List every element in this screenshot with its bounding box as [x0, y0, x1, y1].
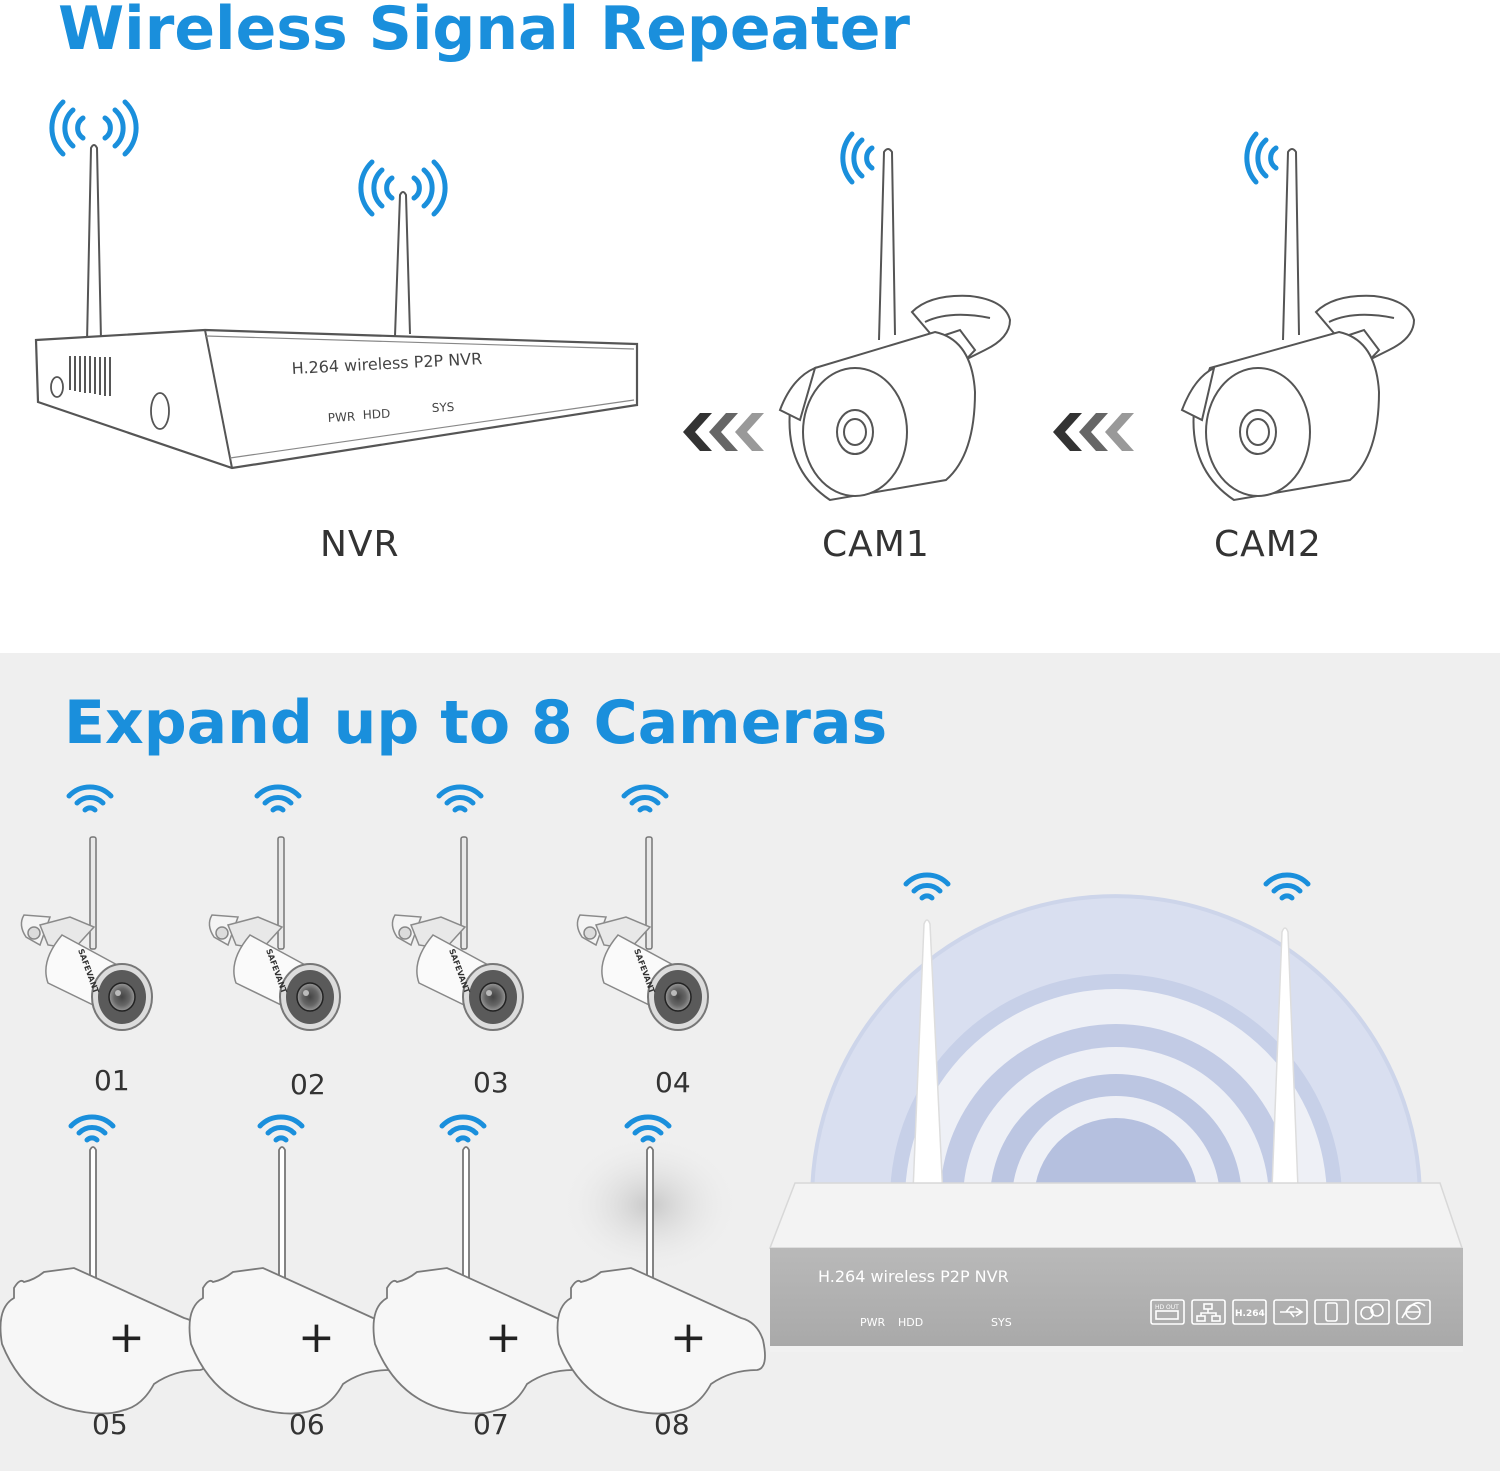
- add-icon: +: [485, 1312, 522, 1363]
- mobile-icon: [1314, 1299, 1349, 1325]
- nvr-large-led-hdd: HDD: [898, 1316, 923, 1329]
- wifi-signal-icon: [71, 1117, 113, 1140]
- camera-label-03: 03: [473, 1066, 509, 1099]
- slot-label-06: 06: [289, 1408, 325, 1441]
- camera-02: [208, 836, 341, 1031]
- svg-text:H.264: H.264: [1235, 1309, 1265, 1319]
- signal-direction-arrow-icon: [1053, 413, 1134, 451]
- cam2-label: CAM2: [1214, 524, 1322, 565]
- wifi-signal-icon: [439, 787, 481, 810]
- slot-label-08: 08: [654, 1408, 690, 1441]
- nvr-device-large: H.264 wireless P2P NVR PWR HDD SYS HD OU…: [768, 919, 1464, 1352]
- usb-icon: [1273, 1299, 1308, 1325]
- slot-label-05: 05: [92, 1408, 128, 1441]
- add-icon: +: [108, 1312, 145, 1363]
- expand-title: Expand up to 8 Cameras: [64, 688, 888, 758]
- wifi-signal-icon: [69, 787, 111, 810]
- nvr-led-sys: SYS: [431, 400, 454, 415]
- signal-direction-arrow-icon: [683, 413, 764, 451]
- signal-coverage-arcs: [810, 894, 1422, 1201]
- nvr-outline-device: H.264 wireless P2P NVR PWR HDD SYS: [34, 144, 639, 470]
- wifi-signal-icon: [1244, 131, 1279, 185]
- h264-icon: H.264: [1232, 1299, 1267, 1325]
- camera-03: [391, 836, 524, 1031]
- hd-out-icon: HD OUT: [1150, 1299, 1185, 1325]
- camera-label-01: 01: [94, 1064, 130, 1097]
- repeater-section: [0, 0, 1500, 653]
- add-icon: +: [298, 1312, 335, 1363]
- wifi-signal-icon: [442, 1117, 484, 1140]
- network-icon: [1191, 1299, 1226, 1325]
- wifi-signal-icon: [358, 159, 448, 217]
- svg-text:HD OUT: HD OUT: [1155, 1304, 1179, 1311]
- camera-01: [20, 836, 153, 1031]
- wifi-signal-icon: [1266, 875, 1308, 898]
- nvr-large-model-text: H.264 wireless P2P NVR: [818, 1267, 1009, 1286]
- empty-slot-07: [372, 1146, 582, 1415]
- camera-04: [576, 836, 709, 1031]
- empty-slot-05: [0, 1146, 209, 1415]
- repeater-title: Wireless Signal Repeater: [58, 0, 910, 64]
- camera-label-02: 02: [290, 1068, 326, 1101]
- cam2-outline-device: [1180, 148, 1416, 502]
- nvr-label: NVR: [320, 524, 400, 565]
- cam1-label: CAM1: [822, 524, 930, 565]
- cam1-outline-device: [778, 148, 1012, 502]
- cloud-icon: [1355, 1299, 1390, 1325]
- empty-slot-06: [188, 1146, 398, 1415]
- slot-label-07: 07: [473, 1408, 509, 1441]
- ie-browser-icon: [1396, 1299, 1431, 1325]
- nvr-large-led-pwr: PWR: [860, 1316, 886, 1329]
- nvr-large-led-sys: SYS: [991, 1316, 1012, 1329]
- wifi-signal-icon: [260, 1117, 302, 1140]
- wifi-signal-icon: [49, 99, 139, 157]
- wifi-signal-icon: [624, 787, 666, 810]
- nvr-led-hdd: HDD: [362, 407, 390, 422]
- wifi-signal-icon: [840, 131, 875, 185]
- wifi-signal-icon: [257, 787, 299, 810]
- nvr-led-pwr: PWR: [327, 410, 355, 425]
- camera-label-04: 04: [655, 1066, 691, 1099]
- add-icon: +: [670, 1312, 707, 1363]
- wifi-signal-icon: [906, 875, 948, 898]
